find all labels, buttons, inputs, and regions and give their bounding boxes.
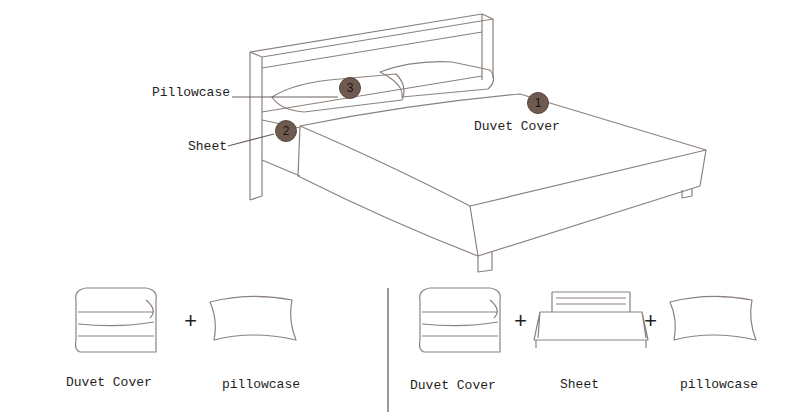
part-label: pillowcase: [680, 378, 758, 391]
part-label: Duvet Cover: [410, 379, 496, 392]
part-label: Pillowcase: [152, 86, 230, 99]
bed-leg: [478, 188, 692, 272]
callout-circle: 1: [527, 92, 549, 114]
headboard: [250, 14, 493, 200]
folded-duvet-icon: [76, 288, 157, 352]
plus-sign: +: [514, 312, 527, 334]
plus-sign: +: [644, 312, 657, 334]
pillow: [272, 74, 404, 112]
callout-circle: 3: [339, 77, 361, 99]
leader-line: [228, 97, 338, 146]
pillow: [380, 62, 494, 97]
bed-icon: [534, 292, 648, 348]
duvet-drape: [298, 126, 706, 256]
callout-number: 1: [535, 97, 542, 109]
part-label: Sheet: [188, 140, 227, 153]
part-label: Duvet Cover: [474, 120, 560, 133]
pillow-icon: [670, 296, 756, 340]
callout-number: 3: [347, 82, 354, 94]
folded-duvet-icon: [420, 288, 501, 352]
plus-sign: +: [184, 312, 197, 334]
callout-circle: 2: [275, 120, 297, 142]
pillow-icon: [210, 296, 296, 340]
duvet-cover: [300, 94, 706, 206]
part-label: Sheet: [560, 378, 599, 391]
separator: [387, 288, 388, 412]
part-label: pillowcase: [222, 378, 300, 391]
sheet: [262, 120, 300, 176]
part-label: Duvet Cover: [66, 376, 152, 389]
callout-number: 2: [283, 125, 290, 137]
